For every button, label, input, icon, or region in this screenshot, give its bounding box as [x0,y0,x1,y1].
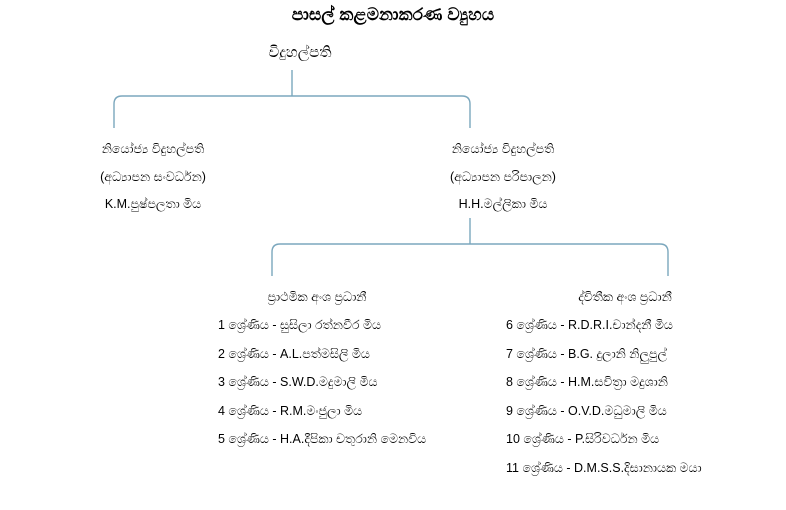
list-item: 6 ශ්‍රේණිය - R.D.R.I.චාන්දනී මිය [506,318,673,332]
page-title: පාසල් කළමනාකරණ ව්‍යුහය [291,5,495,24]
list-item: 11 ශ්‍රේණිය - D.M.S.S.දිසානායක මයා [506,460,702,475]
deputy-portfolio: (අධ්‍යාපන පරිපාලන) [450,169,556,184]
list-item: 2 ශ්‍රේණිය - A.L.පත්මසිලි මිය [218,346,370,361]
section-member-list: 6 ශ්‍රේණිය - R.D.R.I.චාන්දනී මිය 7 ශ්‍රේ… [470,319,720,474]
list-item: 10 ශ්‍රේණිය - P.සිරිවර්ධන මිය [506,432,660,446]
list-item: 1 ශ්‍රේණිය - සුසිලා රත්නවීර මිය [218,318,381,332]
principal-label: විදුහල්පති [268,44,332,61]
connector-root-to-deputies [113,95,471,128]
list-item: 8 ශ්‍රේණිය - H.M.සවිත්‍රා මදුශානි [506,375,668,389]
connector-deputy-to-sections [271,243,669,276]
deputy-name: H.H.මල්ලිකා මිය [458,197,548,211]
list-item: 3 ශ්‍රේණිය - S.W.D.මදුමාලි මිය [218,375,378,389]
deputy-name: K.M.පුෂ්පලතා මිය [104,197,202,211]
section-secondary: ද්විතීක අංශ ප්‍රධානී 6 ශ්‍රේණිය - R.D.R.… [470,290,720,474]
node-principal: විදුහල්පති [0,44,600,61]
section-primary: ප්‍රාථමික අංශ ප්‍රධානී 1 ශ්‍රේණිය - සුසි… [180,290,427,446]
section-head-label: ප්‍රාථමික අංශ ප්‍රධානී [267,290,367,304]
node-deputy-education-administration: නියෝජ්‍ය විදුහල්පති (අධ්‍යාපන පරිපාලන) H… [388,143,618,211]
deputy-portfolio: (අධ්‍යාපන සංවර්ධන) [100,169,206,184]
section-member-list: 1 ශ්‍රේණිය - සුසිලා රත්නවීර මිය 2 ශ්‍රේණ… [180,318,427,446]
list-item: 5 ශ්‍රේණිය - H.A.දීපිකා චතුරානි මෙනවිය [218,432,427,446]
node-deputy-education-development: නියෝජ්‍ය විදුහල්පති (අධ්‍යාපන සංවර්ධන) K… [38,143,268,211]
list-item: 4 ශ්‍රේණිය - R.M.මංජුලා මිය [218,403,363,418]
deputy-role: නියෝජ්‍ය විදුහල්පති [101,142,205,156]
list-item: 9 ශ්‍රේණිය - O.V.D.මධුමාලි මිය [506,403,667,418]
deputy-role: නියෝජ්‍ය විදුහල්පති [451,142,555,156]
section-head-label: ද්විතීක අංශ ප්‍රධානී [578,290,672,304]
list-item: 7 ශ්‍රේණිය - B.G. දුලානි නිලුපුල් [506,346,667,361]
